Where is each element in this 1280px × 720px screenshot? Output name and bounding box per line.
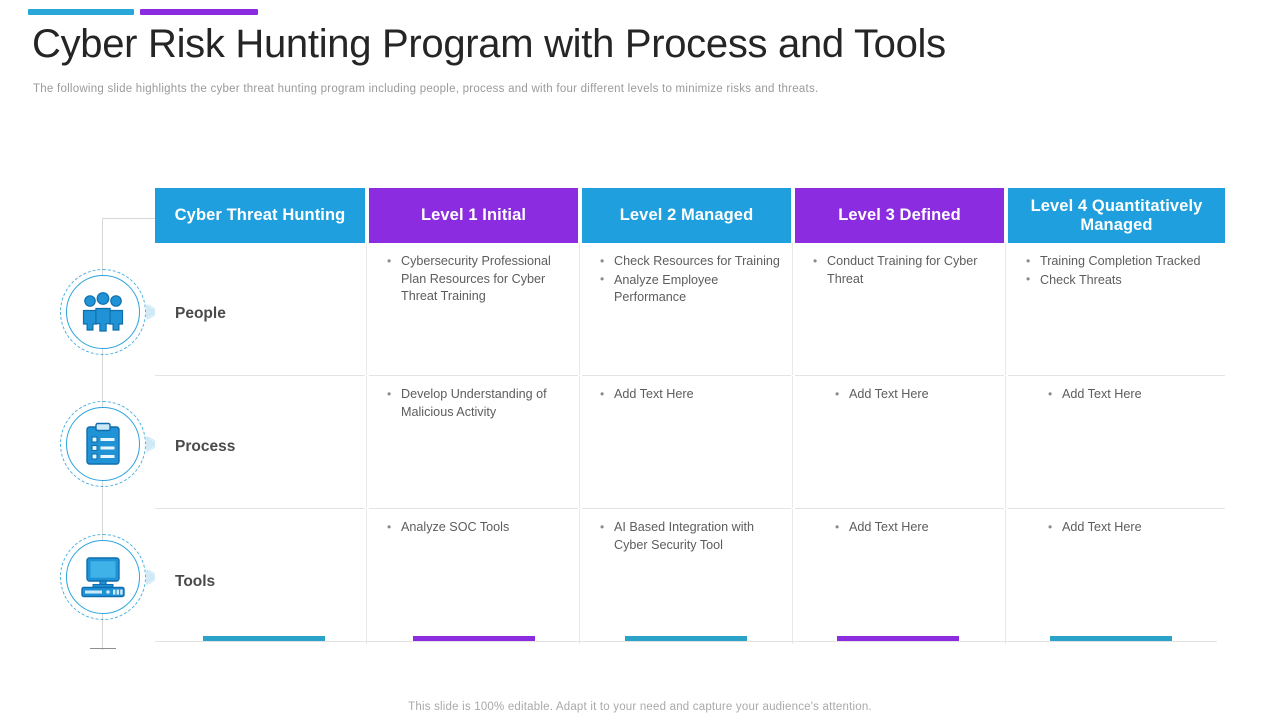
- table-header-cyber-threat-hunting[interactable]: Cyber Threat Hunting: [155, 188, 365, 243]
- bullet-list: Training Completion Tracked Check Threat…: [1008, 253, 1225, 289]
- row-label-cell: Process: [155, 376, 365, 509]
- list-item: Analyze Employee Performance: [596, 271, 783, 307]
- row-label-cell: Tools: [155, 509, 365, 644]
- accent-bar-blue: [28, 9, 134, 15]
- people-icon: [60, 269, 146, 355]
- rail-top-connector: [102, 218, 200, 219]
- cell-people-level3[interactable]: Conduct Training for Cyber Threat: [792, 243, 1004, 376]
- table-body: People Cybersecurity Professional Plan R…: [155, 243, 1225, 644]
- table-header-level-3[interactable]: Level 3 Defined: [795, 188, 1004, 243]
- bullet-list: Check Resources for Training Analyze Emp…: [582, 253, 791, 307]
- arrow-right-icon: [147, 437, 159, 451]
- rail-node-tools: [60, 534, 159, 620]
- bullet-list: Conduct Training for Cyber Threat: [795, 253, 1004, 288]
- row-label-process: Process: [175, 438, 236, 455]
- footer-accent-bars: [155, 636, 1217, 644]
- list-item: Cybersecurity Professional Plan Resource…: [383, 253, 570, 306]
- table-header-level-4[interactable]: Level 4 Quantitatively Managed: [1008, 188, 1225, 243]
- cell-process-level3[interactable]: Add Text Here: [792, 376, 1004, 509]
- list-item: Add Text Here: [831, 386, 996, 404]
- footer-accent-bar-1: [203, 636, 325, 641]
- dashed-ring: [60, 269, 146, 355]
- dashed-ring: [60, 401, 146, 487]
- table-header-row: Cyber Threat Hunting Level 1 Initial Lev…: [155, 188, 1225, 243]
- cell-tools-level1[interactable]: Analyze SOC Tools: [366, 509, 578, 644]
- cell-tools-level4[interactable]: Add Text Here: [1005, 509, 1225, 644]
- dashed-ring: [60, 534, 146, 620]
- list-item: Add Text Here: [1044, 519, 1217, 537]
- solid-ring: [66, 540, 140, 614]
- bullet-list: Add Text Here: [582, 386, 791, 404]
- table-row: Process Develop Understanding of Malicio…: [155, 376, 1225, 509]
- arrow-right-icon: [147, 570, 159, 584]
- process-rail: [60, 210, 200, 650]
- footer-accent-bar-4: [837, 636, 959, 641]
- list-item: Check Threats: [1022, 271, 1217, 290]
- footer-accent-bar-2: [413, 636, 535, 641]
- list-item: Develop Understanding of Malicious Activ…: [383, 386, 570, 421]
- maturity-table: Cyber Threat Hunting Level 1 Initial Lev…: [155, 188, 1225, 644]
- table-bottom-rule: [155, 641, 1217, 642]
- footer-accent-bar-3: [625, 636, 747, 641]
- row-label-people: People: [175, 305, 226, 322]
- list-item: Add Text Here: [831, 519, 996, 537]
- list-item: Conduct Training for Cyber Threat: [809, 253, 996, 288]
- page-title: Cyber Risk Hunting Program with Process …: [32, 22, 946, 66]
- table-header-level-1[interactable]: Level 1 Initial: [369, 188, 578, 243]
- computer-icon: [60, 534, 146, 620]
- bullet-list: Develop Understanding of Malicious Activ…: [369, 386, 578, 421]
- cell-people-level2[interactable]: Check Resources for Training Analyze Emp…: [579, 243, 791, 376]
- row-label-tools: Tools: [175, 572, 216, 590]
- bullet-list: Add Text Here: [1008, 519, 1225, 537]
- bullet-list: Add Text Here: [795, 386, 1004, 404]
- rail-node-process: [60, 401, 159, 487]
- cell-people-level4[interactable]: Training Completion Tracked Check Threat…: [1005, 243, 1225, 376]
- cell-process-level1[interactable]: Develop Understanding of Malicious Activ…: [366, 376, 578, 509]
- rail-bottom-connector: [90, 648, 116, 649]
- cell-tools-level2[interactable]: AI Based Integration with Cyber Security…: [579, 509, 791, 644]
- list-item: Add Text Here: [596, 386, 783, 404]
- table-row: People Cybersecurity Professional Plan R…: [155, 243, 1225, 376]
- page-subtitle: The following slide highlights the cyber…: [33, 83, 819, 95]
- list-item: AI Based Integration with Cyber Security…: [596, 519, 783, 554]
- accent-bar-purple: [140, 9, 258, 15]
- row-label-cell: People: [155, 243, 365, 376]
- bullet-list: AI Based Integration with Cyber Security…: [582, 519, 791, 554]
- rail-node-people: [60, 269, 159, 355]
- bullet-list: Cybersecurity Professional Plan Resource…: [369, 253, 578, 306]
- table-row: Tools Analyze SOC Tools AI Based Integra…: [155, 509, 1225, 644]
- cell-people-level1[interactable]: Cybersecurity Professional Plan Resource…: [366, 243, 578, 376]
- list-item: Add Text Here: [1044, 386, 1217, 404]
- bullet-list: Add Text Here: [1008, 386, 1225, 404]
- slide-footer-note: This slide is 100% editable. Adapt it to…: [408, 701, 872, 713]
- list-item: Training Completion Tracked: [1022, 253, 1217, 271]
- cell-process-level4[interactable]: Add Text Here: [1005, 376, 1225, 509]
- table-header-level-2[interactable]: Level 2 Managed: [582, 188, 791, 243]
- cell-process-level2[interactable]: Add Text Here: [579, 376, 791, 509]
- arrow-right-icon: [147, 305, 159, 319]
- cell-tools-level3[interactable]: Add Text Here: [792, 509, 1004, 644]
- footer-accent-bar-5: [1050, 636, 1172, 641]
- list-item: Analyze SOC Tools: [383, 519, 570, 537]
- bullet-list: Add Text Here: [795, 519, 1004, 537]
- clipboard-icon: [60, 401, 146, 487]
- list-item: Check Resources for Training: [596, 253, 783, 271]
- bullet-list: Analyze SOC Tools: [369, 519, 578, 537]
